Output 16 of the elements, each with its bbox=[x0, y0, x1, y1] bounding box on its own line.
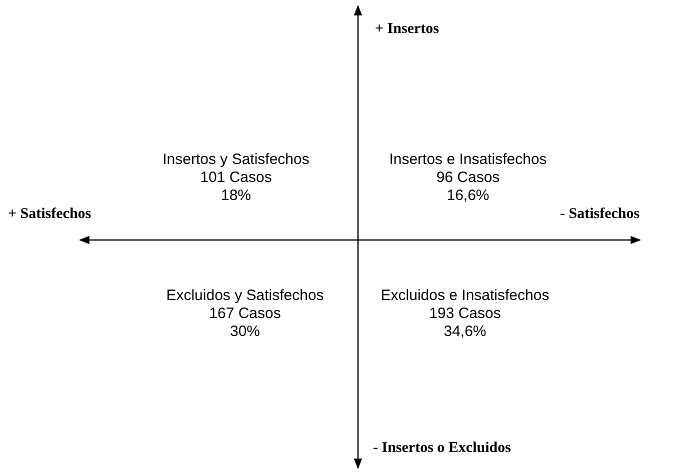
axis-label: + Insertos bbox=[375, 20, 439, 38]
quadrant-title: Insertos y Satisfechos bbox=[162, 151, 310, 169]
axis-label: - Insertos o Excluidos bbox=[373, 439, 511, 457]
percentage: 34,6% bbox=[444, 323, 486, 341]
axis-label: + Satisfechos bbox=[8, 205, 92, 223]
percentage: 30% bbox=[230, 323, 260, 341]
case-count: 193 Casos bbox=[429, 305, 501, 323]
percentage: 16,6% bbox=[446, 187, 490, 205]
quadrant-title: Excluidos y Satisfechos bbox=[166, 287, 324, 305]
case-count: 96 Casos bbox=[436, 169, 500, 187]
quadrant-title: Excluidos e Insatisfechos bbox=[380, 287, 550, 305]
case-count: 167 Casos bbox=[209, 305, 281, 323]
quadrant-title: Insertos e Insatisfechos bbox=[389, 151, 547, 169]
axis-label: - Satisfechos bbox=[560, 205, 640, 223]
case-count: 101 Casos bbox=[200, 169, 272, 187]
percentage: 18% bbox=[220, 187, 252, 205]
